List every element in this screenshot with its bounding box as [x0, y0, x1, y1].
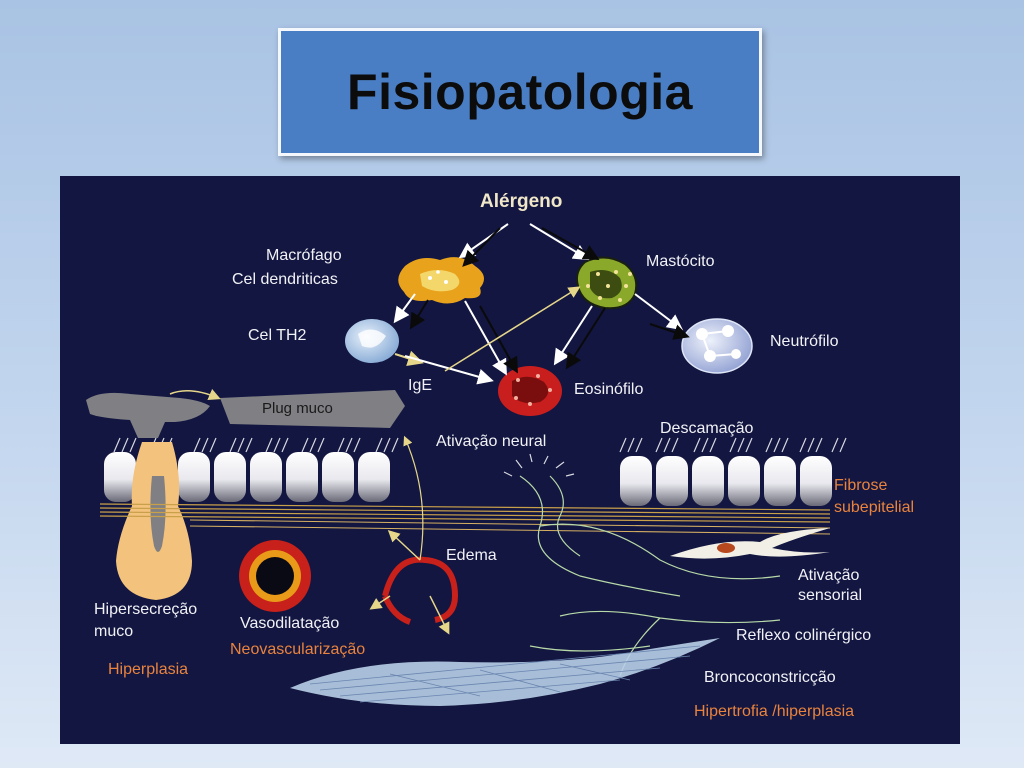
slide-title: Fisiopatologia: [347, 64, 693, 120]
label-neovascularization: Neovascularização: [230, 641, 366, 658]
mast-cell: [575, 256, 638, 310]
label-sensory-activation: Ativação: [798, 567, 860, 584]
epithelium-right: [620, 456, 832, 506]
label-bronchoconstriction: Broncoconstricção: [704, 669, 836, 686]
label-sensory: sensorial: [798, 587, 863, 604]
cilia: [113, 437, 847, 453]
blood-vessel: [239, 540, 311, 612]
label-eosinophil: Eosinófilo: [574, 381, 644, 398]
label-ige: IgE: [408, 377, 433, 394]
label-mucus-plug: Plug muco: [262, 400, 333, 417]
label-allergen: Alérgeno: [480, 191, 563, 212]
label-neutrophil: Neutrófilo: [770, 333, 839, 350]
label-vasodilation: Vasodilatação: [240, 615, 340, 632]
label-fibrosis: Fibrose: [834, 477, 888, 494]
label-hyperplasia: Hiperplasia: [108, 661, 189, 678]
neural-sparks: [503, 453, 575, 477]
nerve-fibers: [519, 475, 781, 677]
label-mucus: muco: [94, 623, 134, 640]
label-macrophage: Macrófago: [266, 247, 342, 264]
subepithelial-fibrosis: [99, 503, 831, 523]
label-edema: Edema: [446, 547, 497, 564]
edema-vessel: [369, 435, 459, 635]
label-hypertrophy: Hipertrofia /hiperplasia: [694, 703, 855, 720]
label-desquamation: Descamação: [660, 420, 754, 437]
epithelium-left: [104, 452, 390, 502]
neutrophil-cell: [681, 318, 753, 374]
macrophage-cell: [398, 257, 484, 304]
signal-arrows: [393, 223, 690, 385]
label-cholinergic-reflex: Reflexo colinérgico: [736, 627, 872, 644]
label-neural-activation: Ativação neural: [436, 433, 547, 450]
title-box: Fisiopatologia: [278, 28, 762, 156]
pathophysiology-diagram: [60, 176, 960, 744]
th2-cell: [345, 319, 399, 363]
label-hypersecretion: Hipersecreção: [94, 601, 198, 618]
label-th2: Cel TH2: [248, 327, 307, 344]
label-mast-cell: Mastócito: [646, 253, 715, 270]
eosinophil-cell: [498, 366, 562, 416]
fibroblast: [670, 528, 830, 559]
mucous-gland: [116, 442, 192, 600]
mucus-plug: [86, 388, 405, 438]
label-subepithelial: subepitelial: [834, 499, 915, 516]
diagram-panel: Alérgeno Macrófago Cel dendriticas Mastó…: [60, 176, 960, 744]
label-dendritic-cells: Cel dendriticas: [232, 271, 338, 288]
smooth-muscle: [290, 638, 720, 706]
